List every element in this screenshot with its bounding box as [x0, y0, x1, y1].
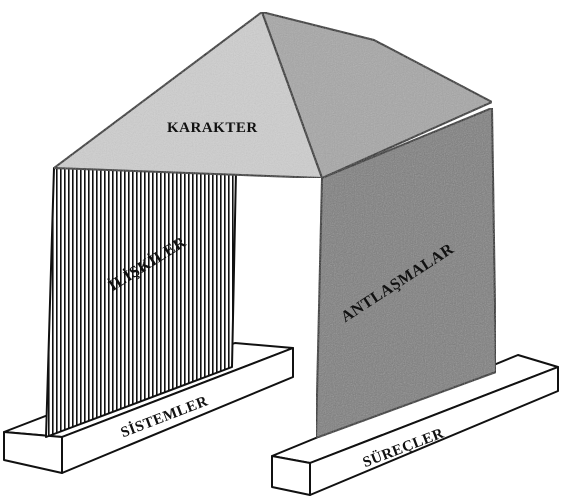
left-base-side — [61, 347, 294, 474]
right-base — [271, 354, 559, 496]
right-wall — [315, 107, 497, 439]
right-base-side — [309, 366, 559, 496]
roof-label: KARAKTER — [167, 120, 258, 136]
roof-front-face — [53, 11, 323, 179]
right-base-front — [271, 455, 311, 496]
roof — [53, 11, 493, 179]
left-base-front — [3, 431, 63, 474]
